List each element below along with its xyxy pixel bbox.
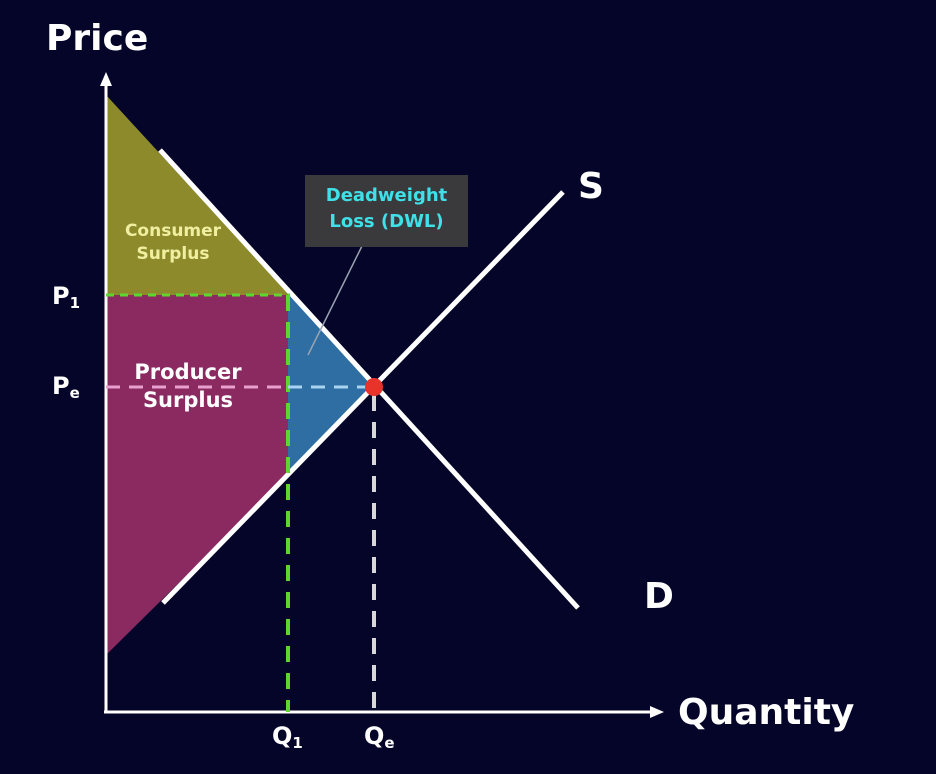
- deadweight-loss-line1: Deadweight: [325, 185, 448, 206]
- p1-tick-sub: 1: [69, 294, 81, 312]
- q1-tick-main: Q: [272, 722, 293, 750]
- deadweight-loss-line2: Loss (DWL): [329, 211, 444, 233]
- dwl-pointer-line: [307, 245, 363, 356]
- y-axis-title: Price: [46, 18, 149, 59]
- x-axis-title: Quantity: [678, 692, 855, 733]
- producer-surplus-area: [106, 295, 288, 655]
- producer-surplus-line2: Surplus: [142, 388, 234, 413]
- pe-tick-main: P: [52, 372, 70, 400]
- p1-tick-main: P: [52, 282, 70, 310]
- pe-tick-label: Pe: [52, 372, 80, 402]
- consumer-surplus-label: Consumer Surplus: [110, 220, 236, 266]
- q1-tick-sub: 1: [292, 734, 303, 752]
- qe-tick-main: Q: [364, 722, 385, 750]
- producer-surplus-label: Producer Surplus: [118, 358, 258, 415]
- equilibrium-point: [365, 378, 383, 396]
- p1-tick-label: P1: [52, 282, 80, 312]
- x-axis-arrow: [650, 706, 664, 718]
- deadweight-loss-area: [288, 295, 374, 475]
- consumer-surplus-line1: Consumer: [124, 221, 222, 241]
- producer-surplus-line1: Producer: [134, 360, 242, 384]
- q1-tick-label: Q1: [272, 722, 303, 752]
- qe-tick-label: Qe: [364, 722, 395, 752]
- qe-tick-sub: e: [384, 734, 395, 752]
- pe-tick-sub: e: [69, 384, 80, 402]
- y-axis-arrow: [100, 72, 112, 86]
- demand-curve: [158, 148, 580, 610]
- demand-curve-label: D: [644, 576, 674, 617]
- supply-curve: [161, 190, 565, 605]
- supply-curve-label: S: [578, 166, 604, 207]
- consumer-surplus-line2: Surplus: [136, 243, 210, 264]
- deadweight-loss-label-box: Deadweight Loss (DWL): [305, 175, 468, 247]
